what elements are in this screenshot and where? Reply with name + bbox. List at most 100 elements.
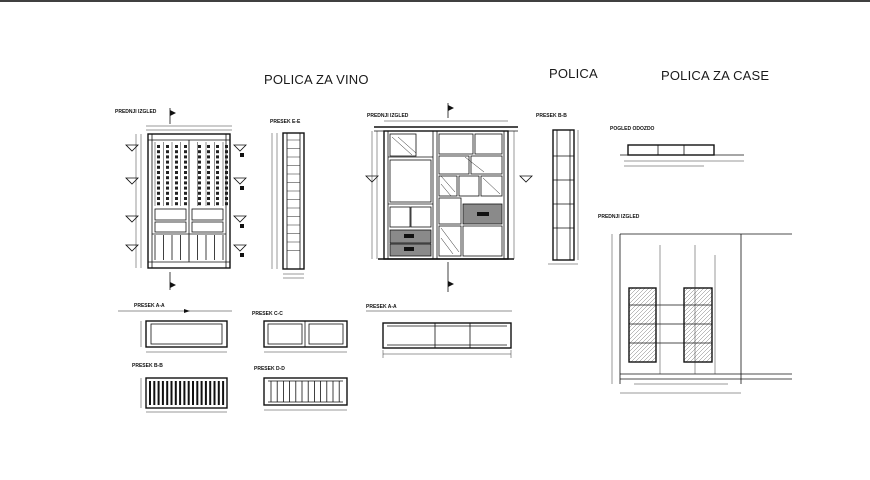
wine-bottle-slot	[207, 165, 210, 169]
box-hatch-line	[685, 335, 713, 363]
wine-bottle-slot	[175, 160, 178, 164]
wine-bottle-slot	[207, 145, 210, 148]
wine-bottle-slot	[207, 197, 210, 200]
wine-b-bar	[174, 381, 177, 405]
wine-bottle-slot	[207, 155, 210, 159]
wine-b-bar	[161, 381, 164, 405]
wine-bottle-slot	[198, 197, 201, 200]
wine-bottle-slot	[198, 150, 201, 154]
wine-b-bar	[209, 381, 212, 405]
wine-section-b: PRESEK B-B	[132, 363, 228, 413]
wine-bottle-slot	[198, 191, 201, 195]
wine-bottle-slot	[225, 160, 228, 164]
box-hatch-line	[628, 312, 657, 341]
box-hatch-line	[683, 287, 709, 313]
section-marker-dot	[240, 224, 244, 228]
box-hatch-line	[628, 300, 657, 329]
shelf-section-a: PRESEK A-A	[366, 304, 512, 358]
wine-bottle-slot	[216, 191, 219, 195]
wine-b-bar	[204, 381, 207, 405]
wine-b-bar	[222, 381, 225, 405]
box-hatch-line	[638, 344, 657, 363]
wine-bottle-slot	[207, 171, 210, 174]
wine-bottle-slot	[216, 197, 219, 200]
box-hatch-line	[683, 323, 713, 353]
wine-bottle-slot	[157, 160, 160, 164]
section-marker	[125, 177, 139, 185]
wine-bottle-slot	[225, 165, 228, 169]
section-marker	[125, 215, 139, 223]
wine-bottle-slot	[157, 150, 160, 154]
section-marker-dot	[240, 186, 244, 190]
box-hatch-line	[683, 291, 713, 321]
box-hatch-line	[628, 287, 638, 297]
wine-bottle-slot	[184, 181, 187, 185]
box-hatch-line	[628, 304, 657, 333]
wine-bottle-slot	[184, 186, 187, 190]
wine-bottle-slot	[198, 165, 201, 169]
wine-bottle-slot	[166, 186, 169, 190]
wine-bottle-slot	[225, 186, 228, 190]
wine-b-bar	[196, 381, 199, 405]
wine-bottle-slot	[157, 176, 160, 180]
box-hatch-line	[683, 295, 713, 325]
section-marker	[125, 144, 139, 152]
box-hatch-line	[705, 355, 713, 363]
section-marker-dot	[240, 253, 244, 257]
label-wine-elevation: PREDNJI IZGLED	[115, 109, 157, 115]
wine-bottle-slot	[184, 150, 187, 154]
wine-b-bar	[166, 381, 169, 405]
label-wine-section-b: PRESEK B-B	[132, 363, 163, 369]
wine-bottle-slot	[157, 171, 160, 174]
wine-b-bar	[183, 381, 186, 405]
box-hatch-line	[628, 287, 646, 305]
wine-bottle-slot	[166, 171, 169, 174]
wine-bottle-slot	[198, 176, 201, 180]
box-hatch-line	[642, 348, 657, 363]
wine-bottle-slot	[166, 155, 169, 159]
wine-bottle-slot	[184, 197, 187, 200]
wine-bottle-slot	[184, 145, 187, 148]
wine-bottle-slot	[207, 160, 210, 164]
wine-b-bar	[200, 381, 203, 405]
box-hatch-line	[693, 343, 713, 363]
wine-bottle-slot	[184, 160, 187, 164]
box-hatch-line	[650, 356, 657, 363]
wine-bottle-slot	[175, 176, 178, 180]
wine-bottle-slot	[184, 176, 187, 180]
wine-bottle-slot	[166, 181, 169, 185]
wine-b-bar	[170, 381, 173, 405]
wine-b-bar	[157, 381, 160, 405]
wine-b-bar	[217, 381, 220, 405]
wine-bottle-slot	[166, 202, 169, 206]
wine-bottle-slot	[216, 155, 219, 159]
wine-bottle-slot	[184, 165, 187, 169]
wine-section-e: PRESEK E-E	[270, 119, 305, 279]
shelf-front-elevation: PREDNJI IZGLED	[365, 103, 533, 292]
wine-bottle-slot	[207, 202, 210, 206]
wine-bottle-slot	[225, 155, 228, 159]
section-marker	[233, 215, 247, 223]
wine-front-elevation: PREDNJI IZGLED	[115, 108, 247, 290]
label-box-elevation: PREDNJI IZGLED	[598, 214, 640, 220]
wine-bottle-slot	[198, 202, 201, 206]
box-hatch-line	[628, 287, 654, 313]
section-marker	[233, 177, 247, 185]
wine-bottle-slot	[225, 202, 228, 206]
section-marker	[233, 144, 247, 152]
box-hatch-line	[683, 287, 713, 317]
wine-bottle-slot	[207, 150, 210, 154]
box-hatch-line	[683, 311, 713, 341]
box-hatch-line	[697, 347, 713, 363]
label-shelf-section-b: PRESEK B-B	[536, 113, 567, 119]
wine-bottle-slot	[198, 155, 201, 159]
wine-bottle-slot	[184, 202, 187, 206]
wine-bottle-slot	[157, 165, 160, 169]
box-hatch-line	[628, 324, 657, 353]
wine-bottle-slot	[225, 150, 228, 154]
wine-section-c: PRESEK C-C	[252, 311, 348, 353]
wine-bottle-slot	[198, 160, 201, 164]
wine-bottle-slot	[216, 160, 219, 164]
box-hatch-line	[689, 339, 713, 363]
